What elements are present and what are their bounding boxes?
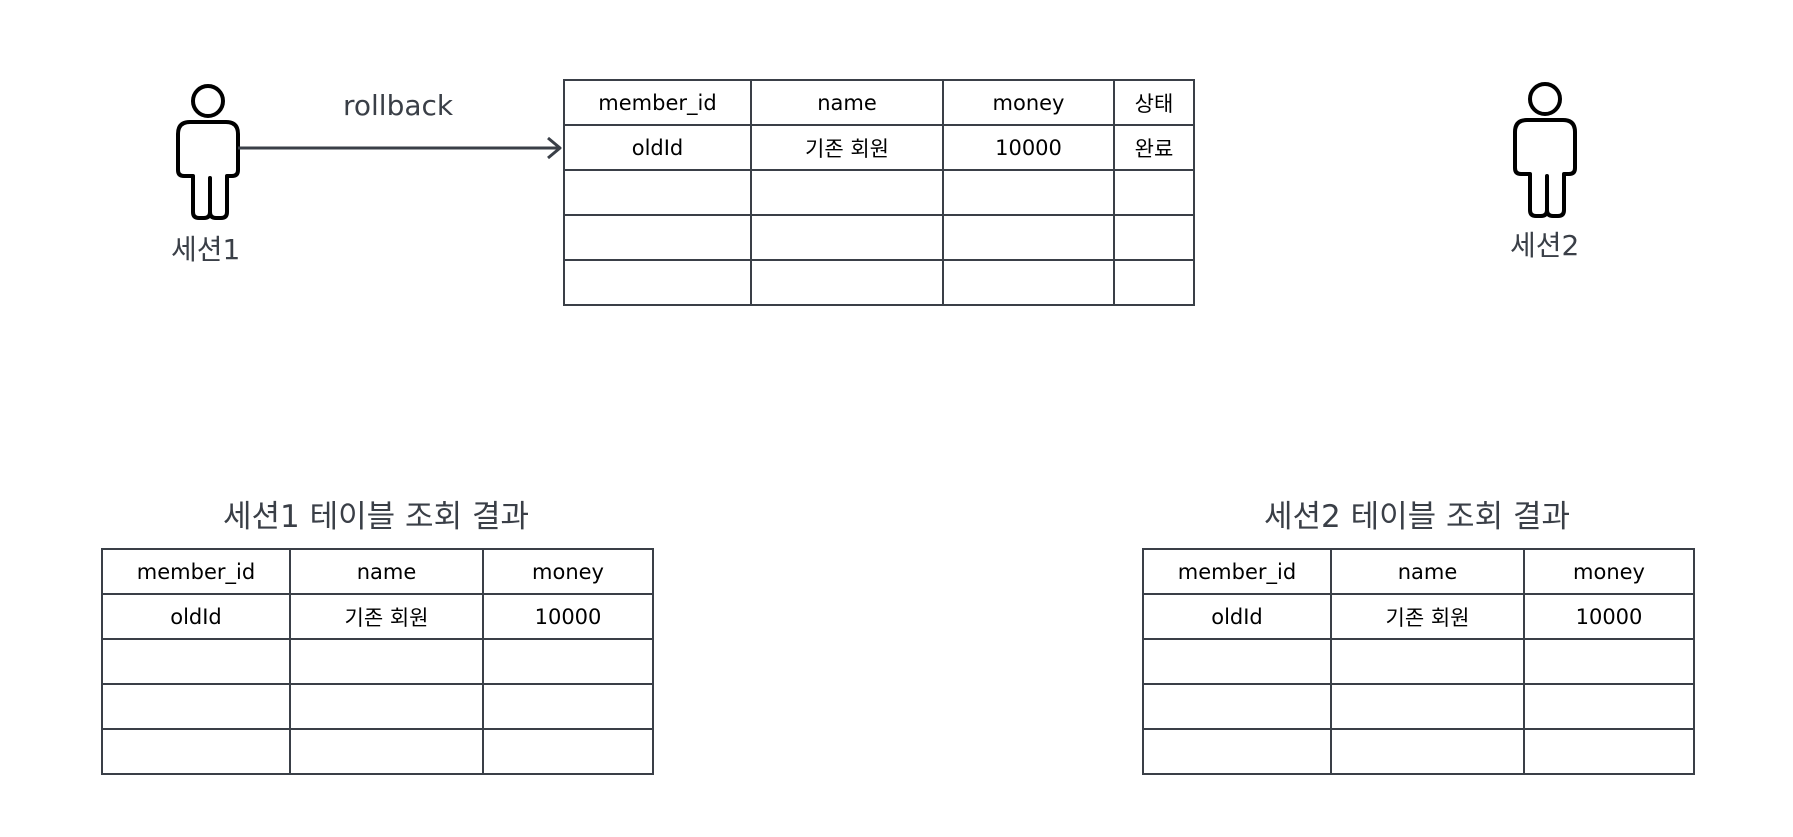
top-member-table: member_id name money 상태 oldId 기존 회원 1000… [563, 79, 1195, 306]
session2-person-icon [1513, 82, 1577, 218]
session2-result-table: member_id name money oldId 기존 회원 10000 [1142, 548, 1695, 775]
header-cell: member_id [101, 548, 291, 595]
table-cell [101, 728, 291, 775]
table-cell [1113, 214, 1195, 261]
table-cell: 기존 회원 [1330, 593, 1525, 640]
table-row [101, 728, 654, 775]
table-cell [1142, 683, 1332, 730]
table-cell: oldId [563, 124, 752, 171]
table-cell: oldId [101, 593, 291, 640]
table-cell [289, 728, 484, 775]
table-row [1142, 728, 1695, 775]
table-row: oldId 기존 회원 10000 [101, 593, 654, 640]
table-cell [942, 259, 1115, 306]
table-cell [942, 169, 1115, 216]
table-cell [482, 728, 654, 775]
table-cell [101, 638, 291, 685]
table-cell [750, 259, 944, 306]
rollback-arrow [238, 136, 562, 160]
table-cell [563, 259, 752, 306]
table-cell [1330, 638, 1525, 685]
table-header-row: member_id name money [1142, 548, 1695, 595]
table-cell [1523, 728, 1695, 775]
table-cell [1523, 683, 1695, 730]
session1-person-icon [176, 84, 240, 220]
table-cell [750, 214, 944, 261]
table-cell [942, 214, 1115, 261]
table-row [101, 683, 654, 730]
table-cell [750, 169, 944, 216]
table-cell [289, 638, 484, 685]
table-cell [563, 169, 752, 216]
header-cell: name [289, 548, 484, 595]
table-cell [482, 638, 654, 685]
table-cell: 10000 [1523, 593, 1695, 640]
table-cell [1330, 683, 1525, 730]
header-cell: name [750, 79, 944, 126]
table-row [563, 259, 1195, 306]
table-row [563, 169, 1195, 216]
session2-label: 세션2 [1510, 229, 1580, 262]
table-row [1142, 683, 1695, 730]
table-cell [563, 214, 752, 261]
rollback-label: rollback [343, 89, 454, 122]
table-row [101, 638, 654, 685]
session1-result-table: member_id name money oldId 기존 회원 10000 [101, 548, 654, 775]
table-cell: 기존 회원 [289, 593, 484, 640]
table-header-row: member_id name money 상태 [563, 79, 1195, 126]
table-row [563, 214, 1195, 261]
header-cell: member_id [563, 79, 752, 126]
session2-result-title: 세션2 테이블 조회 결과 [1264, 499, 1570, 535]
table-cell: oldId [1142, 593, 1332, 640]
table-cell: 10000 [482, 593, 654, 640]
table-cell [1523, 638, 1695, 685]
table-cell: 기존 회원 [750, 124, 944, 171]
table-cell [289, 683, 484, 730]
header-cell: money [482, 548, 654, 595]
header-cell: member_id [1142, 548, 1332, 595]
table-cell [1142, 728, 1332, 775]
session1-result-title: 세션1 테이블 조회 결과 [223, 499, 529, 535]
table-cell: 완료 [1113, 124, 1195, 171]
header-cell: money [1523, 548, 1695, 595]
table-cell: 10000 [942, 124, 1115, 171]
table-cell [1113, 169, 1195, 216]
table-cell [1330, 728, 1525, 775]
table-cell [1142, 638, 1332, 685]
table-cell [101, 683, 291, 730]
header-cell: name [1330, 548, 1525, 595]
table-header-row: member_id name money [101, 548, 654, 595]
table-row: oldId 기존 회원 10000 [1142, 593, 1695, 640]
table-row: oldId 기존 회원 10000 완료 [563, 124, 1195, 171]
session1-label: 세션1 [171, 233, 241, 266]
header-cell: money [942, 79, 1115, 126]
table-cell [1113, 259, 1195, 306]
header-cell: 상태 [1113, 79, 1195, 126]
table-row [1142, 638, 1695, 685]
table-cell [482, 683, 654, 730]
